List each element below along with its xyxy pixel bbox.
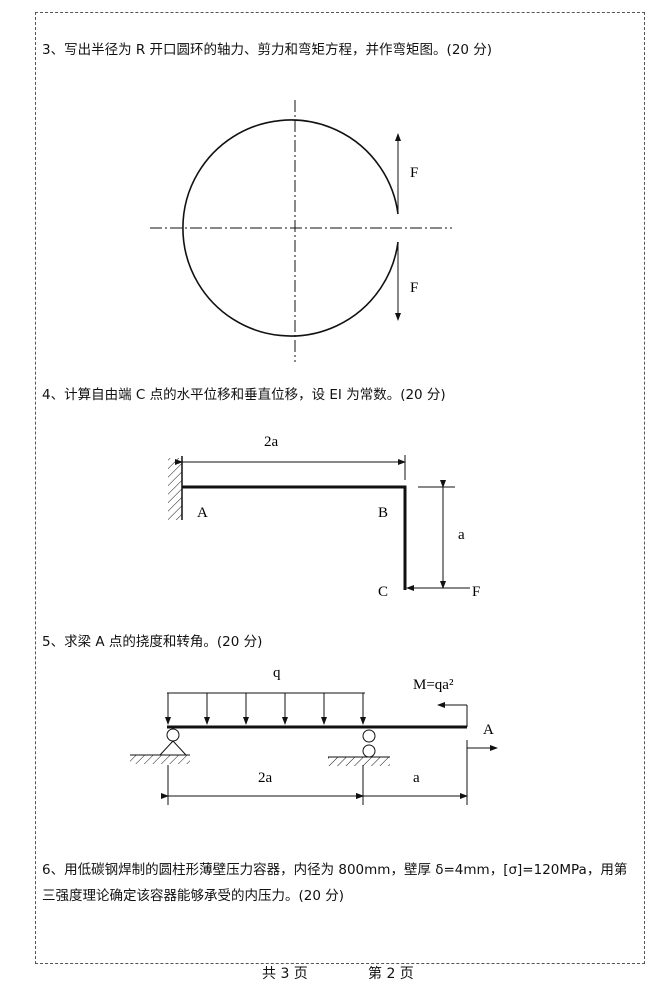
split-ring-figure: F F xyxy=(150,100,452,362)
label-a-point: A xyxy=(197,505,208,521)
footer-page-number: 第 2 页 xyxy=(368,966,414,982)
force-label-top: F xyxy=(410,165,418,181)
page-border xyxy=(35,12,645,964)
label-2a: 2a xyxy=(264,434,279,450)
question-5: 5、求梁 A 点的挠度和转角。(20 分) xyxy=(42,634,263,650)
overhang-beam-figure: q M=qa² A 2a a xyxy=(130,665,498,805)
distributed-load-arrows xyxy=(165,693,366,725)
pin-support xyxy=(166,728,180,742)
question-4: 4、计算自由端 C 点的水平位移和垂直位移，设 EI 为常数。(20 分) xyxy=(42,387,446,403)
label-moment: M=qa² xyxy=(413,677,454,693)
question-6-line2: 三强度理论确定该容器能够承受的内压力。(20 分) xyxy=(42,888,345,904)
question-6-line1: 6、用低碳钢焊制的圆柱形薄壁压力容器，内径为 800mm，壁厚 δ=4mm，[σ… xyxy=(42,862,628,878)
label-a: a xyxy=(413,770,420,786)
frame-beam xyxy=(182,485,407,590)
footer-total-pages: 共 3 页 xyxy=(262,966,308,982)
label-force-f: F xyxy=(472,584,480,600)
roller-support xyxy=(362,729,376,743)
label-2a: 2a xyxy=(258,770,273,786)
label-q: q xyxy=(273,665,281,681)
split-ring xyxy=(182,119,399,337)
bent-cantilever-figure: 2a A B a C F xyxy=(168,434,480,600)
question-3: 3、写出半径为 R 开口圆环的轴力、剪力和弯矩方程，并作弯矩图。(20 分) xyxy=(42,42,493,58)
label-height-a: a xyxy=(458,527,465,543)
label-b-point: B xyxy=(378,505,388,521)
label-c-point: C xyxy=(378,584,388,600)
label-a-point: A xyxy=(483,722,494,738)
force-label-bottom: F xyxy=(410,280,418,296)
fixed-wall-hatch xyxy=(168,458,182,520)
